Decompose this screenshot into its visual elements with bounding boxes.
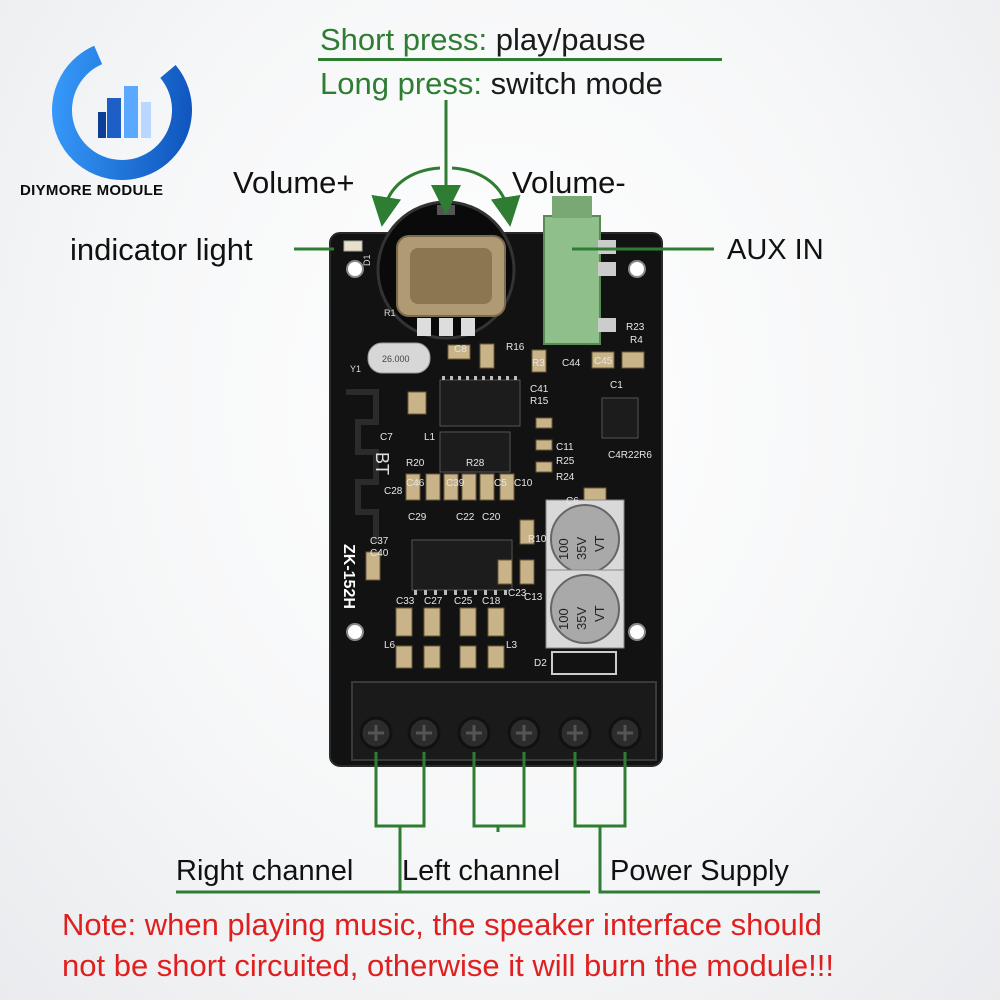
svg-text:L6: L6 <box>384 640 396 651</box>
svg-text:VT: VT <box>592 605 607 622</box>
left-channel-label: Left channel <box>402 855 561 887</box>
svg-text:R4: R4 <box>630 335 643 346</box>
svg-text:R24: R24 <box>556 472 575 483</box>
crystal-label: 26.000 <box>382 354 410 364</box>
svg-text:C37: C37 <box>370 536 389 547</box>
svg-text:C40: C40 <box>370 548 389 559</box>
ic-chip <box>411 539 513 591</box>
ic-chip <box>439 379 521 427</box>
crystal-oscillator <box>367 342 431 374</box>
volume-down-label: Volume- <box>512 165 626 200</box>
svg-text:35V: 35V <box>574 537 589 560</box>
indicator-led <box>343 240 363 252</box>
terminal-block <box>351 681 657 761</box>
svg-text:C23: C23 <box>508 588 527 599</box>
svg-text:R28: R28 <box>466 458 485 469</box>
svg-text:C39: C39 <box>446 478 465 489</box>
svg-text:C18: C18 <box>482 596 501 607</box>
aux-in-label: AUX IN <box>727 234 824 266</box>
silk-y1: Y1 <box>350 364 361 374</box>
brand-name: DIYMORE MODULE <box>20 182 164 199</box>
svg-text:L3: L3 <box>506 640 518 651</box>
svg-text:L1: L1 <box>424 432 436 443</box>
terminal-screws <box>359 716 642 750</box>
note-line-2: not be short circuited, otherwise it wil… <box>62 948 834 983</box>
svg-text:C29: C29 <box>408 512 427 523</box>
right-channel-label: Right channel <box>176 855 354 887</box>
mount-hole <box>346 623 364 641</box>
svg-text:C25: C25 <box>454 596 473 607</box>
note-line-1: Note: when playing music, the speaker in… <box>62 907 822 942</box>
svg-text:C13: C13 <box>524 592 543 603</box>
volume-up-arrow <box>371 166 441 227</box>
svg-text:R3: R3 <box>532 358 545 369</box>
svg-text:C22: C22 <box>456 512 475 523</box>
volume-up-label: Volume+ <box>233 165 355 200</box>
svg-text:C44: C44 <box>562 358 581 369</box>
power-supply-label: Power Supply <box>610 855 789 887</box>
ic-chip <box>439 431 511 473</box>
capacitor-bottom: 100 35V VT <box>545 569 625 649</box>
short-press-underline <box>318 58 722 61</box>
long-press-label: Long press: switch mode <box>320 66 663 102</box>
svg-text:C7: C7 <box>380 432 393 443</box>
capacitor-top: 100 35V VT <box>545 499 625 579</box>
svg-text:VT: VT <box>592 535 607 552</box>
short-press-label: Short press: play/pause <box>320 22 646 58</box>
silk-d1: D1 <box>362 254 372 266</box>
left-channel-bracket <box>472 752 526 832</box>
svg-text:35V: 35V <box>574 607 589 630</box>
svg-text:R20: R20 <box>406 458 425 469</box>
svg-text:C41: C41 <box>530 384 549 395</box>
aux-jack <box>543 215 601 345</box>
svg-text:C45: C45 <box>594 356 613 367</box>
long-press-key: Long press: <box>320 66 482 101</box>
svg-text:100: 100 <box>556 538 571 560</box>
mount-hole <box>628 623 646 641</box>
svg-text:R16: R16 <box>506 342 525 353</box>
mount-hole <box>628 260 646 278</box>
bt-label: BT <box>372 452 392 475</box>
svg-text:C1: C1 <box>610 380 623 391</box>
svg-text:R10: R10 <box>528 534 547 545</box>
svg-text:C33: C33 <box>396 596 415 607</box>
silk-r1: R1 <box>384 308 396 318</box>
svg-text:D2: D2 <box>534 658 547 669</box>
power-supply-bracket <box>573 752 820 894</box>
indicator-light-label: indicator light <box>70 232 253 267</box>
svg-text:C4R22R6: C4R22R6 <box>608 450 652 461</box>
svg-text:R23: R23 <box>626 322 645 333</box>
svg-text:R25: R25 <box>556 456 575 467</box>
svg-text:C28: C28 <box>384 486 403 497</box>
svg-text:C20: C20 <box>482 512 501 523</box>
short-press-action: play/pause <box>487 22 646 57</box>
svg-text:R15: R15 <box>530 396 549 407</box>
long-press-action: switch mode <box>482 66 663 101</box>
svg-text:C11: C11 <box>556 442 574 453</box>
svg-text:C8: C8 <box>454 344 467 355</box>
short-press-key: Short press: <box>320 22 488 57</box>
bt-antenna <box>346 389 379 542</box>
svg-text:C46: C46 <box>406 478 425 489</box>
diymore-logo-icon <box>52 40 192 180</box>
svg-text:C6: C6 <box>566 496 579 507</box>
model-label: ZK-152H <box>340 544 357 609</box>
mount-hole <box>346 260 364 278</box>
volume-down-arrow <box>451 166 521 227</box>
svg-text:C27: C27 <box>424 596 443 607</box>
svg-text:C10: C10 <box>514 478 533 489</box>
svg-text:C5: C5 <box>494 478 507 489</box>
svg-text:100: 100 <box>556 608 571 630</box>
